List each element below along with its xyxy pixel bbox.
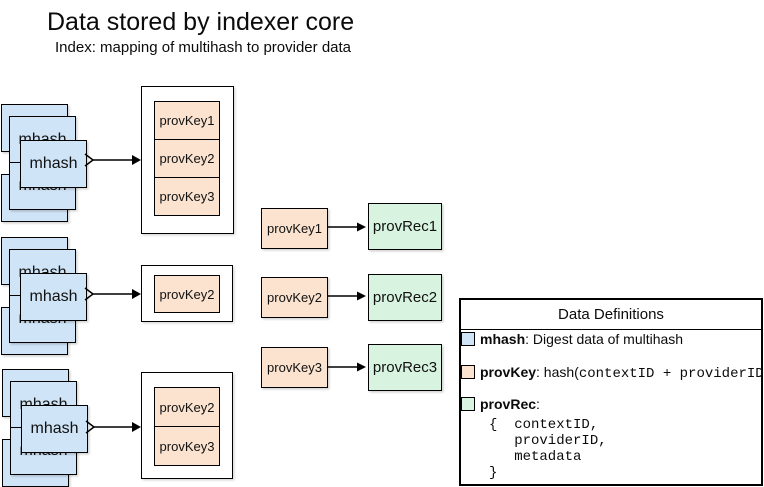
- definition-code: contextID + providerID: [578, 366, 764, 382]
- index-bucket-3: provKey2 provKey3: [141, 372, 233, 479]
- page-subtitle: Index: mapping of multihash to provider …: [55, 39, 352, 56]
- stack-arrow-icon: [85, 420, 141, 434]
- multihash-stack-2: mhash mhash mhash: [1, 237, 87, 355]
- provkey-box: provKey3: [261, 347, 328, 388]
- definition-desc: : hash(: [536, 364, 579, 380]
- definition-desc: :: [536, 396, 540, 412]
- definition-provrec: provRec:: [480, 397, 540, 412]
- map-arrow-icon: [328, 291, 366, 301]
- index-bucket-2: provKey2: [141, 265, 233, 322]
- provkey-cell: provKey2: [154, 387, 220, 427]
- provrec-box: provRec1: [368, 203, 442, 250]
- multihash-stack-3: mhash mhash mhash: [2, 369, 88, 487]
- provrec-box: provRec2: [368, 274, 442, 321]
- definition-desc: : Digest data of multihash: [525, 331, 684, 347]
- mhash-box: mhash: [20, 273, 87, 321]
- provrec-structure-code: { contextID, providerID, metadata }: [489, 417, 607, 481]
- definition-mhash: mhash: Digest data of multihash: [480, 332, 683, 347]
- map-arrow-icon: [328, 362, 366, 372]
- provkey-swatch-icon: [461, 365, 475, 379]
- provkey-cell: provKey2: [154, 139, 220, 178]
- definition-term: provKey: [480, 364, 537, 380]
- stack-arrow-icon: [84, 287, 141, 301]
- mhash-swatch-icon: [461, 332, 475, 346]
- provkey-cell: provKey2: [154, 275, 220, 313]
- provkey-box: provKey1: [261, 208, 328, 249]
- provrec-box: provRec3: [368, 344, 442, 391]
- mhash-box: mhash: [20, 140, 87, 188]
- provrec-swatch-icon: [461, 397, 475, 411]
- definition-term: mhash: [480, 331, 526, 347]
- stack-arrow-icon: [84, 153, 141, 167]
- definitions-panel: Data Definitions mhash: Digest data of m…: [459, 298, 764, 486]
- definition-provkey: provKey: hash(contextID + providerID): [480, 365, 764, 382]
- definition-term: provRec: [480, 396, 537, 412]
- provkey-cell: provKey1: [154, 101, 220, 140]
- page-title: Data stored by indexer core: [47, 8, 355, 36]
- map-arrow-icon: [328, 222, 366, 232]
- mhash-box: mhash: [21, 405, 88, 453]
- index-bucket-1: provKey1 provKey2 provKey3: [141, 86, 234, 234]
- multihash-stack-1: mhash mhash mhash: [1, 104, 87, 222]
- definitions-title: Data Definitions: [461, 300, 761, 330]
- provkey-cell: provKey3: [154, 177, 220, 216]
- provkey-cell: provKey3: [154, 426, 220, 466]
- provkey-box: provKey2: [261, 277, 328, 318]
